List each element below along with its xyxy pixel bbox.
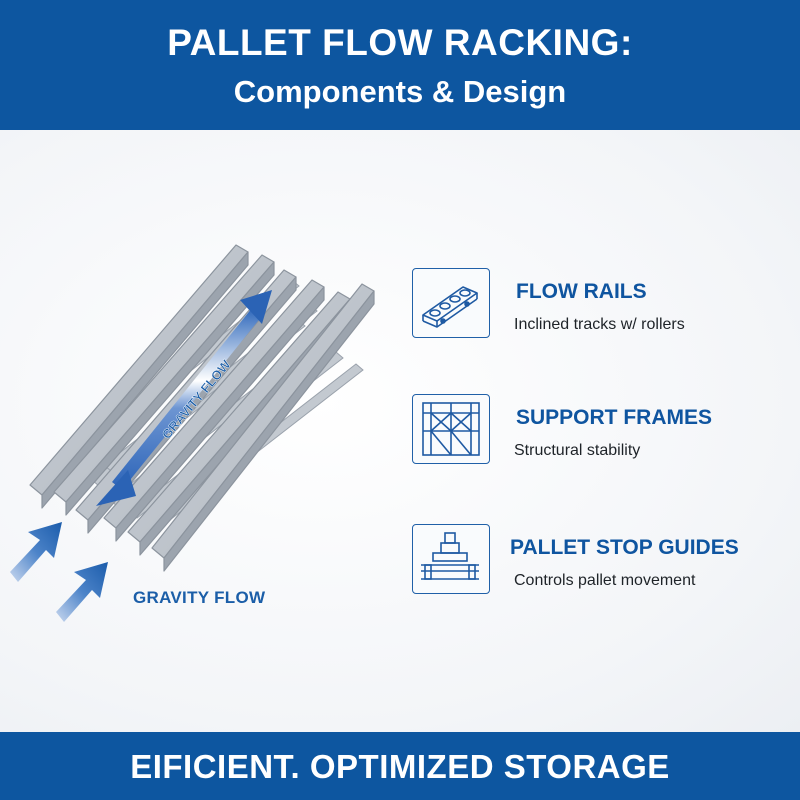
pallet-stop-icon <box>412 524 490 594</box>
page-title: PALLET FLOW RACKING: <box>167 22 633 63</box>
feature-pallet-stop-guides: PALLET STOP GUIDES Controls pallet movem… <box>412 524 792 604</box>
header-banner: PALLET FLOW RACKING: Components & Design <box>0 0 800 130</box>
feature-title: SUPPORT FRAMES <box>516 406 713 429</box>
feature-title: PALLET STOP GUIDES <box>510 536 739 559</box>
footer-tagline: EIFICIENT. OPTIMIZED STORAGE <box>130 748 670 785</box>
gravity-flow-label: GRAVITY FLOW <box>133 588 266 607</box>
feature-title: FLOW RAILS <box>516 280 647 303</box>
feature-flow-rails: FLOW RAILS Inclined tracks w/ rollers <box>412 268 792 348</box>
feature-description: Controls pallet movement <box>514 572 696 589</box>
flow-rail-icon <box>412 268 490 338</box>
feature-support-frames: SUPPORT FRAMES Structural stability <box>412 394 792 474</box>
flow-arrow-icon-right <box>56 562 108 622</box>
page-subtitle: Components & Design <box>233 74 567 109</box>
footer-banner: EIFICIENT. OPTIMIZED STORAGE <box>0 732 800 800</box>
gravity-flow-double-arrow <box>96 290 272 506</box>
flow-rails <box>29 244 375 572</box>
feature-description: Structural stability <box>514 442 641 459</box>
feature-description: Inclined tracks w/ rollers <box>514 316 685 333</box>
large-flow-arrows <box>10 522 108 622</box>
flow-arrow-icon-left <box>10 522 62 582</box>
frame-icon <box>412 394 490 464</box>
pallet-flow-rack-illustration: GRAVITY FLOW <box>10 244 375 622</box>
